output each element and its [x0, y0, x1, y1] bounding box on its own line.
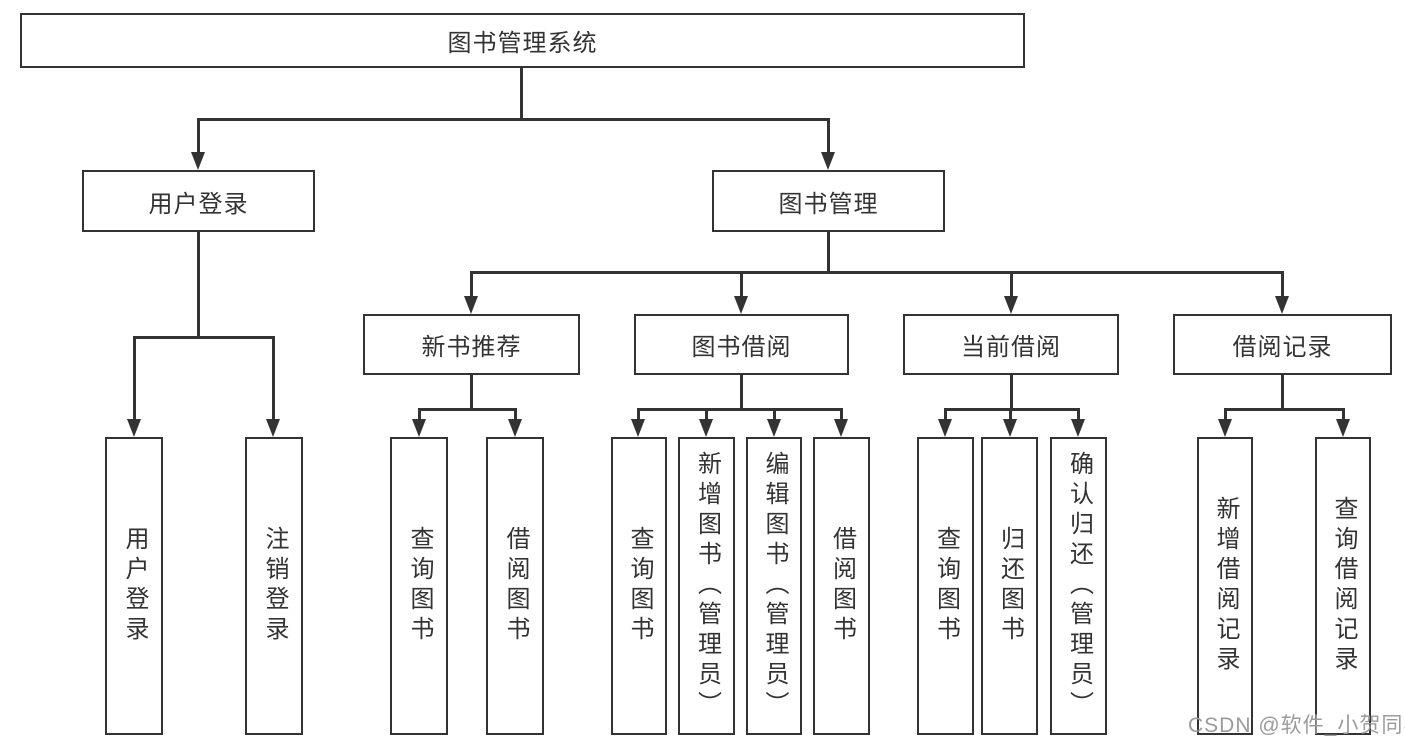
arrowhead-down-icon	[127, 419, 141, 437]
arrowhead-down-icon	[821, 152, 835, 170]
connector-line	[705, 408, 708, 422]
arrowhead-down-icon	[1336, 419, 1350, 437]
leaf-bb-edit-book: 编辑图书（管理员）	[746, 437, 802, 735]
connector-line	[637, 408, 640, 422]
leaf-label: 新增图书（管理员）	[693, 451, 721, 721]
connector-line	[1224, 408, 1344, 411]
node-root-label: 图书管理系统	[447, 30, 598, 57]
arrowhead-down-icon	[938, 419, 952, 437]
leaf-user-login: 用户登录	[105, 437, 163, 735]
connector-line	[1077, 408, 1080, 422]
connector-line	[1224, 408, 1227, 422]
connector-line	[514, 408, 517, 422]
connector-line	[133, 336, 274, 339]
arrowhead-down-icon	[1071, 419, 1085, 437]
leaf-label: 查询图书	[406, 526, 433, 646]
connector-line	[418, 408, 516, 411]
connector-line	[827, 118, 830, 154]
arrowhead-down-icon	[191, 152, 205, 170]
connector-line	[470, 271, 473, 298]
node-label: 当前借阅	[961, 334, 1061, 361]
node-new-book-recommend: 新书推荐	[363, 314, 580, 375]
leaf-br-query-record: 查询借阅记录	[1315, 437, 1371, 735]
leaf-label: 用户登录	[121, 526, 148, 646]
leaf-logout: 注销登录	[245, 437, 303, 735]
connector-line	[418, 408, 421, 422]
connector-line	[470, 375, 473, 410]
leaf-label: 查询图书	[932, 526, 960, 646]
leaf-bb-query-book: 查询图书	[611, 437, 667, 735]
leaf-br-add-record: 新增借阅记录	[1197, 437, 1253, 735]
connector-line	[740, 375, 743, 410]
connector-line	[1009, 408, 1012, 422]
csdn-watermark: CSDN @软件_小贺同学	[1188, 714, 1405, 737]
arrowhead-down-icon	[412, 419, 426, 437]
arrowhead-down-icon	[464, 296, 478, 314]
leaf-label: 借阅图书	[828, 526, 856, 646]
connector-line	[133, 336, 136, 421]
connector-line	[197, 118, 200, 154]
node-current-borrow: 当前借阅	[903, 314, 1119, 375]
node-label: 图书管理	[778, 190, 879, 218]
connector-line	[1010, 271, 1013, 298]
node-root: 图书管理系统	[20, 13, 1025, 68]
leaf-cb-query-book: 查询图书	[917, 437, 974, 735]
connector-line	[1342, 408, 1345, 422]
leaf-cb-return-book: 归还图书	[981, 437, 1038, 735]
arrowhead-down-icon	[508, 419, 522, 437]
leaf-cb-confirm-return: 确认归还（管理员）	[1050, 437, 1107, 735]
leaf-label: 注销登录	[261, 526, 288, 646]
arrowhead-down-icon	[1218, 419, 1232, 437]
connector-line	[1281, 375, 1284, 410]
node-book-borrow: 图书借阅	[634, 314, 849, 375]
leaf-label: 归还图书	[996, 526, 1024, 646]
leaf-label: 借阅图书	[502, 526, 529, 646]
connector-line	[1010, 375, 1013, 410]
node-user-login: 用户登录	[82, 170, 315, 232]
leaf-label: 编辑图书（管理员）	[761, 451, 788, 721]
node-label: 图书借阅	[691, 334, 792, 361]
connector-line	[1281, 271, 1284, 298]
connector-line	[272, 336, 275, 421]
connector-line	[827, 232, 830, 273]
connector-line	[944, 408, 947, 422]
connector-line	[773, 408, 776, 422]
leaf-label: 确认归还（管理员）	[1065, 451, 1093, 721]
leaf-label: 新增借阅记录	[1212, 496, 1239, 676]
arrowhead-down-icon	[699, 419, 713, 437]
arrowhead-down-icon	[1275, 296, 1289, 314]
arrowhead-down-icon	[734, 296, 748, 314]
node-label: 用户登录	[148, 190, 249, 218]
node-label: 借阅记录	[1232, 334, 1333, 361]
node-borrow-records: 借阅记录	[1173, 314, 1392, 375]
node-label: 新书推荐	[421, 334, 522, 361]
arrowhead-down-icon	[1003, 419, 1017, 437]
arrowhead-down-icon	[1004, 296, 1018, 314]
connector-line	[470, 271, 1283, 274]
connector-line	[197, 118, 829, 121]
leaf-nb-borrow-book: 借阅图书	[486, 437, 544, 735]
connector-line	[944, 408, 1079, 411]
leaf-nb-query-book: 查询图书	[390, 437, 448, 735]
connector-line	[740, 271, 743, 298]
connector-line	[637, 408, 842, 411]
arrowhead-down-icon	[266, 419, 280, 437]
leaf-bb-add-book: 新增图书（管理员）	[678, 437, 735, 735]
arrowhead-down-icon	[834, 419, 848, 437]
leaf-label: 查询图书	[626, 526, 653, 646]
node-book-management: 图书管理	[712, 170, 945, 232]
connector-line	[197, 232, 200, 338]
arrowhead-down-icon	[767, 419, 781, 437]
connector-line	[840, 408, 843, 422]
leaf-label: 查询借阅记录	[1330, 496, 1357, 676]
leaf-bb-borrow-book: 借阅图书	[813, 437, 870, 735]
connector-line	[520, 68, 523, 120]
arrowhead-down-icon	[631, 419, 645, 437]
